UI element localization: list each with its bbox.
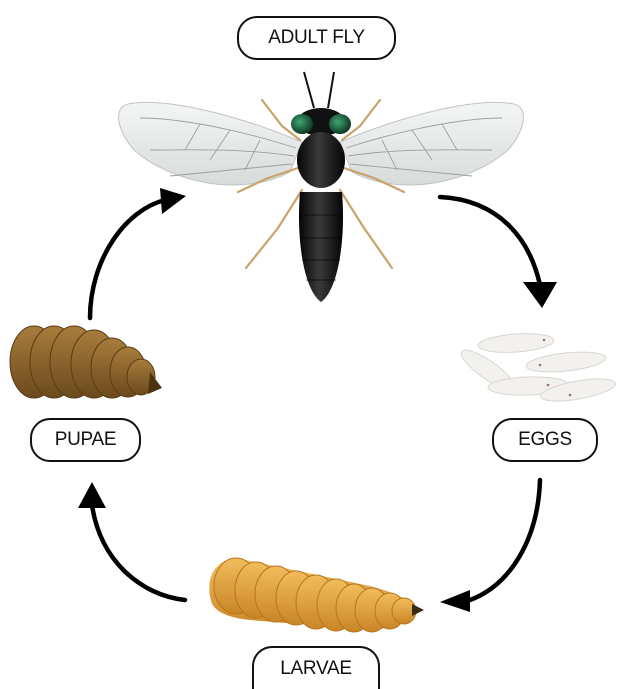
pupae-label: PUPAE <box>30 418 141 462</box>
arrow-adult-to-eggs <box>440 197 540 285</box>
adult-fly-icon <box>119 72 524 302</box>
arrow-pupae-to-adult <box>90 200 165 318</box>
pupa-icon <box>10 326 162 398</box>
larvae-label: LARVAE <box>252 646 380 689</box>
arrow-eggs-to-larvae <box>470 480 540 600</box>
eggs-label: EGGS <box>492 418 598 462</box>
arrow-larvae-to-pupae <box>92 505 185 600</box>
left-eye <box>291 114 313 134</box>
right-eye <box>329 114 351 134</box>
adult-fly-label: ADULT FLY <box>237 16 396 60</box>
larva-icon <box>209 558 424 632</box>
eggs-icon <box>457 331 617 405</box>
